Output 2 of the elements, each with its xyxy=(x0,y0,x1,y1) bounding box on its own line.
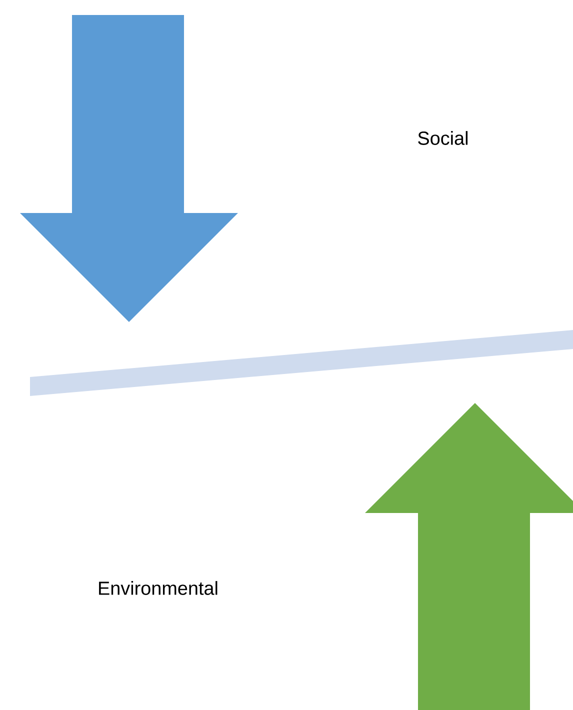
label: Environmental xyxy=(99,581,218,595)
label: Social xyxy=(418,131,468,145)
